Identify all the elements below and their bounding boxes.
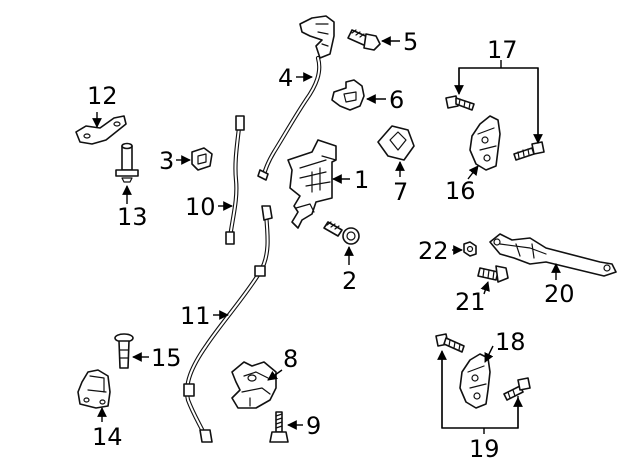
part-18-lower-hinge [459,353,491,409]
callout-13: 13 [117,203,148,231]
callout-7: 7 [393,178,408,206]
part-21-bolt [477,265,509,283]
part-4-cable [257,15,335,181]
part-19-hinge-bolts [435,333,531,401]
callout-4: 4 [278,64,293,92]
callout-11: 11 [180,302,211,330]
callout-15: 15 [151,344,182,372]
callout-20: 20 [544,280,575,308]
part-16-upper-hinge [469,115,501,171]
part-7-cover [377,125,415,161]
leader-8 [267,369,283,381]
part-8-handle-bracket [231,361,277,409]
part-13-striker-pin [115,142,139,183]
callout-21: 21 [455,288,486,316]
part-14-striker [77,369,111,409]
part-1-door-latch [287,139,337,229]
part-10-cable [225,115,245,245]
callout-1: 1 [354,166,369,194]
callout-22: 22 [418,237,449,265]
callout-14: 14 [92,423,123,451]
part-20-door-check [489,233,617,277]
part-5-bolt [347,29,381,51]
part-9-bolt [269,411,289,443]
part-17-hinge-bolts [445,95,545,161]
part-2-screw [323,221,360,245]
callout-2: 2 [342,267,357,295]
callout-12: 12 [87,82,118,110]
part-15-striker-bolt [114,333,134,369]
leader-18 [484,345,494,363]
part-22-nut [463,241,477,257]
callout-3: 3 [159,147,174,175]
callout-8: 8 [283,345,298,373]
part-12-bracket [75,115,127,145]
callout-17: 17 [487,36,518,64]
callout-18: 18 [495,328,526,356]
callout-16: 16 [445,177,476,205]
callout-10: 10 [185,193,216,221]
leader-16 [467,165,479,180]
part-3-clip [191,147,213,171]
callout-6: 6 [389,86,404,114]
leader-21 [480,281,490,295]
part-6-clip [331,79,365,111]
part-11-cable [183,205,273,443]
callout-5: 5 [403,28,418,56]
callout-19: 19 [469,435,500,463]
callout-9: 9 [306,412,321,440]
